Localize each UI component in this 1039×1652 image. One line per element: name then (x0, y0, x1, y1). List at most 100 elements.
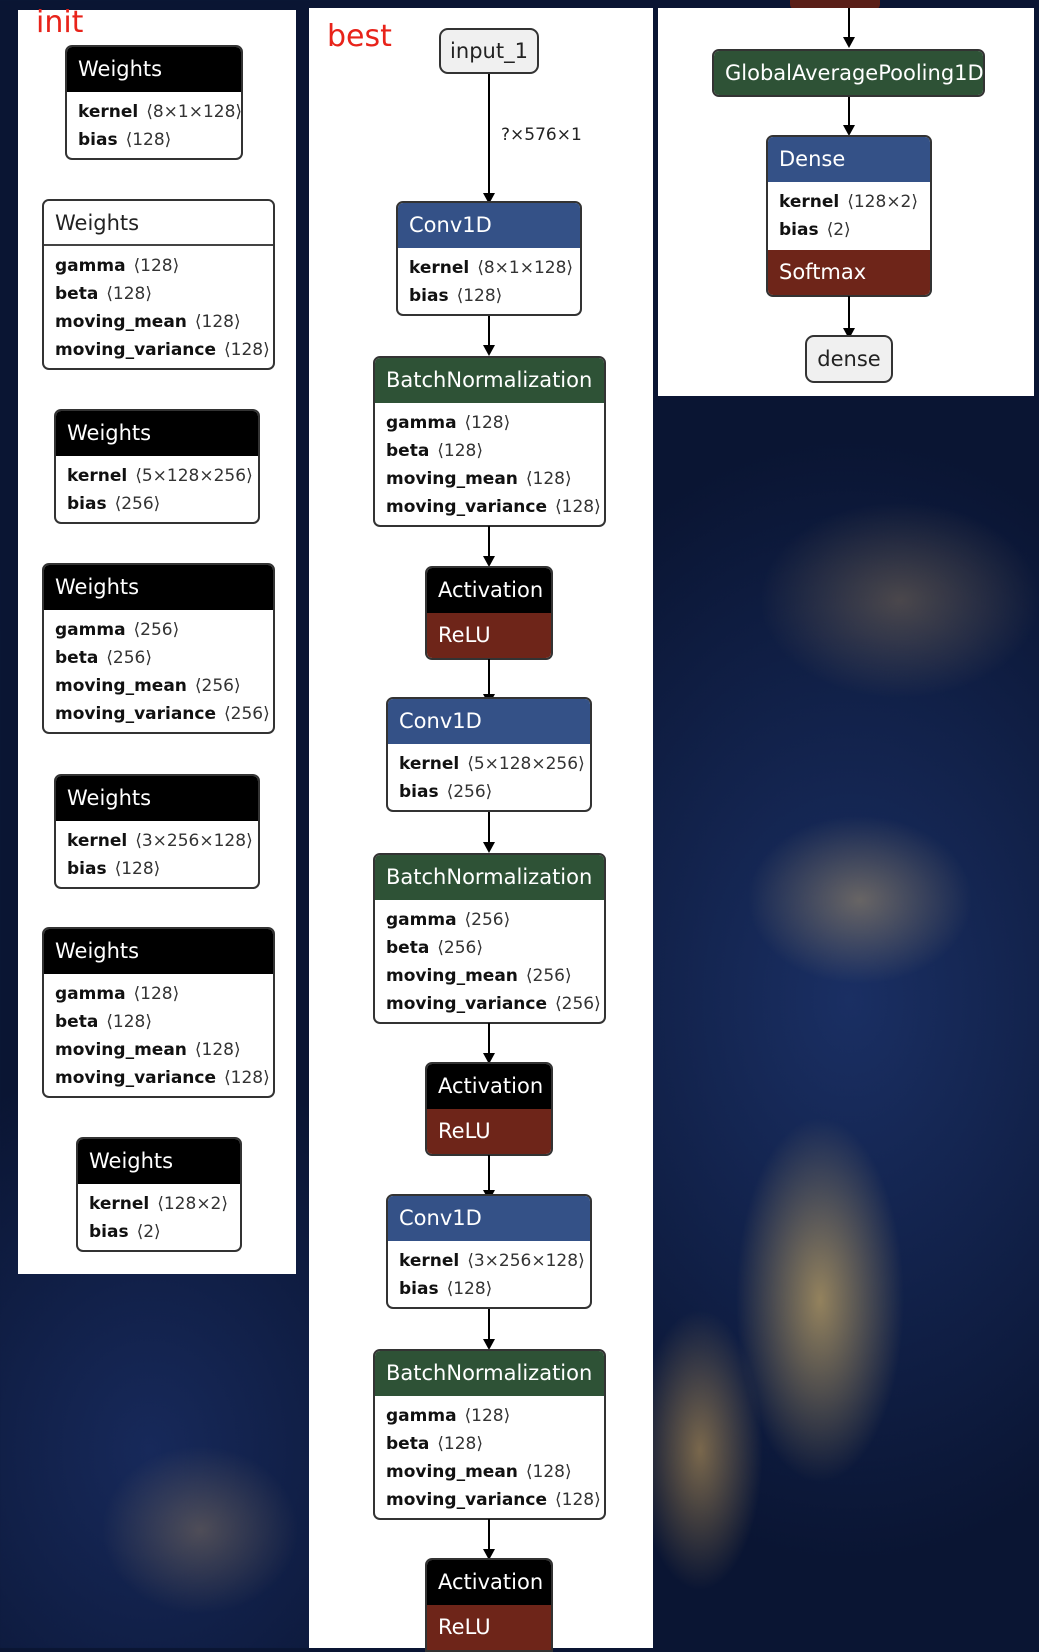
prev-node-edge (790, 0, 880, 10)
param-row: kernel⟨3×256×128⟩ (399, 1251, 585, 1271)
param-row: gamma⟨128⟩ (55, 256, 180, 276)
param-row: beta⟨256⟩ (55, 648, 153, 668)
param-row: moving_mean⟨256⟩ (386, 966, 572, 986)
input-shape-label: ?×576×1 (501, 125, 582, 145)
globalavgpool-node[interactable]: GlobalAveragePooling1D (712, 49, 985, 97)
batchnorm-node-2[interactable]: BatchNormalization gamma⟨256⟩ beta⟨256⟩ … (373, 853, 606, 1024)
param-row: moving_variance⟨128⟩ (386, 1490, 601, 1510)
edge-line (488, 74, 490, 196)
param-row: bias⟨2⟩ (89, 1222, 161, 1242)
dense-node[interactable]: Dense kernel⟨128×2⟩ bias⟨2⟩ Softmax (766, 135, 932, 297)
weights-header: Weights (56, 411, 258, 456)
edge-line (488, 1519, 490, 1552)
param-row: kernel⟨5×128×256⟩ (399, 754, 585, 774)
softmax-label: Softmax (768, 250, 930, 295)
param-row: kernel⟨128×2⟩ (779, 192, 919, 212)
edge-line (488, 526, 490, 559)
param-row: kernel⟨3×256×128⟩ (67, 831, 253, 851)
arrow-down-icon (843, 125, 855, 136)
batchnorm-node-1[interactable]: BatchNormalization gamma⟨128⟩ beta⟨128⟩ … (373, 356, 606, 527)
arrow-down-icon (483, 1053, 495, 1064)
batchnorm-node-3[interactable]: BatchNormalization gamma⟨128⟩ beta⟨128⟩ … (373, 1349, 606, 1520)
param-row: bias⟨128⟩ (409, 286, 503, 306)
init-weights-7[interactable]: Weights kernel⟨128×2⟩ bias⟨2⟩ (76, 1137, 242, 1252)
activation-node-3[interactable]: Activation ReLU (425, 1558, 553, 1652)
init-weights-3[interactable]: Weights kernel⟨5×128×256⟩ bias⟨256⟩ (54, 409, 260, 524)
edge-line (848, 296, 850, 330)
arrow-down-icon (483, 1339, 495, 1350)
param-row: kernel⟨8×1×128⟩ (409, 258, 574, 278)
dense-header: Dense (768, 137, 930, 182)
init-panel: init Weights kernel⟨8×1×128⟩ bias⟨128⟩ W… (18, 6, 296, 1274)
edge-line (488, 1309, 490, 1342)
param-row: moving_mean⟨128⟩ (386, 469, 572, 489)
param-row: moving_mean⟨256⟩ (55, 676, 241, 696)
init-weights-1[interactable]: Weights kernel⟨8×1×128⟩ bias⟨128⟩ (65, 45, 243, 160)
param-row: kernel⟨8×1×128⟩ (78, 102, 243, 122)
param-row: gamma⟨128⟩ (386, 413, 511, 433)
activation-header: Activation (427, 568, 551, 613)
relu-label: ReLU (427, 1605, 551, 1650)
relu-label: ReLU (427, 1109, 551, 1154)
tail-panel: GlobalAveragePooling1D Dense kernel⟨128×… (658, 8, 1034, 396)
param-row: bias⟨128⟩ (399, 1279, 493, 1299)
conv1d-node-1[interactable]: Conv1D kernel⟨8×1×128⟩ bias⟨128⟩ (396, 201, 582, 316)
weights-header: Weights (44, 565, 273, 610)
param-row: kernel⟨128×2⟩ (89, 1194, 229, 1214)
globalavgpool-header: GlobalAveragePooling1D (714, 51, 983, 95)
arrow-down-icon (483, 556, 495, 567)
param-row: bias⟨128⟩ (78, 130, 172, 150)
arrow-down-icon (483, 842, 495, 853)
input-node[interactable]: input_1 (439, 28, 539, 74)
output-node[interactable]: dense (805, 335, 893, 383)
edge-line (848, 97, 850, 128)
init-weights-5[interactable]: Weights kernel⟨3×256×128⟩ bias⟨128⟩ (54, 774, 260, 889)
param-row: moving_variance⟨128⟩ (386, 497, 601, 517)
conv1d-header: Conv1D (398, 203, 580, 248)
activation-header: Activation (427, 1560, 551, 1605)
edge-line (848, 8, 850, 38)
arrow-down-icon (483, 193, 495, 204)
weights-header: Weights (44, 201, 273, 246)
weights-header: Weights (67, 47, 241, 92)
weights-header: Weights (44, 929, 273, 974)
param-row: gamma⟨128⟩ (386, 1406, 511, 1426)
param-row: beta⟨256⟩ (386, 938, 484, 958)
edge-line (488, 812, 490, 845)
param-row: bias⟨128⟩ (67, 859, 161, 879)
init-label: init (36, 5, 84, 40)
batchnorm-header: BatchNormalization (375, 1351, 604, 1396)
activation-node-1[interactable]: Activation ReLU (425, 566, 553, 660)
param-row: beta⟨128⟩ (386, 1434, 484, 1454)
arrow-down-icon (843, 37, 855, 48)
best-label: best (327, 19, 392, 54)
param-row: beta⟨128⟩ (386, 441, 484, 461)
param-row: gamma⟨256⟩ (55, 620, 180, 640)
activation-node-2[interactable]: Activation ReLU (425, 1062, 553, 1156)
conv1d-node-3[interactable]: Conv1D kernel⟨3×256×128⟩ bias⟨128⟩ (386, 1194, 592, 1309)
param-row: bias⟨2⟩ (779, 220, 851, 240)
conv1d-header: Conv1D (388, 1196, 590, 1241)
param-row: moving_variance⟨256⟩ (386, 994, 601, 1014)
best-panel: best input_1 ?×576×1 Conv1D kernel⟨8×1×1… (309, 8, 653, 1652)
weights-header: Weights (56, 776, 258, 821)
param-row: kernel⟨5×128×256⟩ (67, 466, 253, 486)
param-row: moving_mean⟨128⟩ (55, 312, 241, 332)
param-row: moving_variance⟨256⟩ (55, 704, 270, 724)
edge-line (488, 316, 490, 348)
init-weights-4[interactable]: Weights gamma⟨256⟩ beta⟨256⟩ moving_mean… (42, 563, 275, 734)
param-row: bias⟨256⟩ (399, 782, 493, 802)
batchnorm-header: BatchNormalization (375, 855, 604, 900)
edge-line (488, 659, 490, 697)
param-row: moving_variance⟨128⟩ (55, 1068, 270, 1088)
conv1d-node-2[interactable]: Conv1D kernel⟨5×128×256⟩ bias⟨256⟩ (386, 697, 592, 812)
batchnorm-header: BatchNormalization (375, 358, 604, 403)
weights-header: Weights (78, 1139, 240, 1184)
arrow-down-icon (843, 328, 855, 339)
init-weights-2[interactable]: Weights gamma⟨128⟩ beta⟨128⟩ moving_mean… (42, 199, 275, 370)
edge-line (488, 1155, 490, 1193)
param-row: gamma⟨128⟩ (55, 984, 180, 1004)
init-weights-6[interactable]: Weights gamma⟨128⟩ beta⟨128⟩ moving_mean… (42, 927, 275, 1098)
param-row: bias⟨256⟩ (67, 494, 161, 514)
param-row: moving_variance⟨128⟩ (55, 340, 270, 360)
